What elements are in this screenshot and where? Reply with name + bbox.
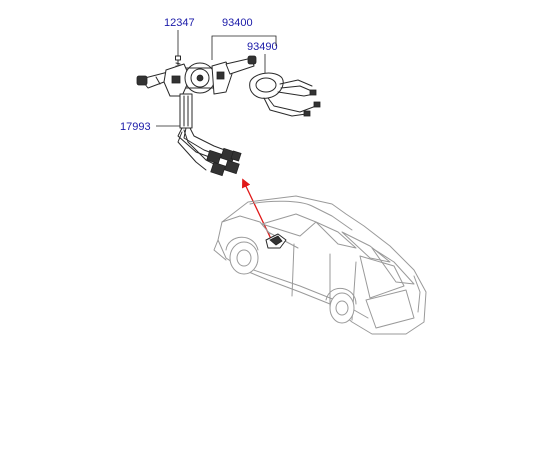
vehicle-illustration: [213, 195, 427, 335]
part-label-93490[interactable]: 93490: [247, 41, 278, 53]
wiring-harness-part: [177, 127, 242, 177]
part-label-93400[interactable]: 93400: [222, 17, 253, 29]
combination-switch-assembly: [136, 55, 257, 129]
clock-spring-part: [249, 72, 321, 117]
part-label-12347[interactable]: 12347: [164, 17, 195, 29]
leader-lines: [156, 30, 277, 127]
part-label-17993[interactable]: 17993: [120, 121, 151, 133]
